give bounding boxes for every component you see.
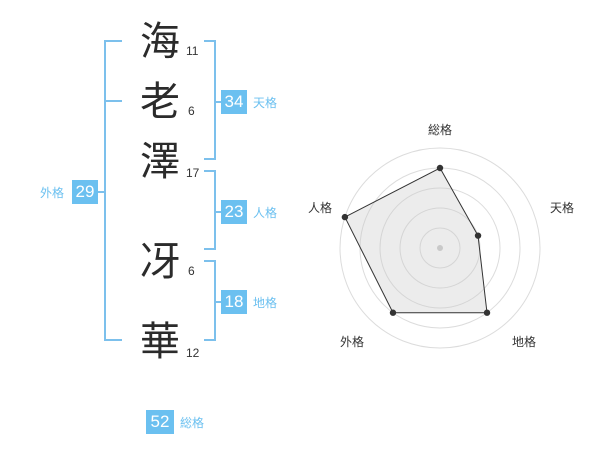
radar-ring xyxy=(379,187,501,309)
gaikaku-label: 外格 xyxy=(40,186,65,200)
stroke-count-1: 11 xyxy=(186,44,199,58)
radar-ring xyxy=(419,227,461,269)
tenkaku-bracket-top xyxy=(204,40,216,42)
stroke-count-5: 12 xyxy=(186,346,200,360)
name-char-4: 冴 xyxy=(140,239,180,285)
name-char-2: 老 xyxy=(140,79,180,125)
chikaku-label: 地格 xyxy=(253,296,278,310)
gaikaku-bracket-top xyxy=(104,40,122,42)
radar-label-gaikaku: 外格 xyxy=(340,334,364,349)
radar-label-soukaku: 総格 xyxy=(428,122,452,137)
radar-label-chikaku: 地格 xyxy=(512,334,536,349)
radar-point xyxy=(341,213,349,221)
name-char-5: 華 xyxy=(140,319,180,365)
radar-label-tenkaku: 天格 xyxy=(550,200,574,215)
jinkaku-badge: 23 xyxy=(221,200,247,224)
jinkaku-label: 人格 xyxy=(253,206,278,220)
soukaku-label: 総格 xyxy=(180,416,205,430)
stroke-count-3: 17 xyxy=(186,166,200,180)
tenkaku-bracket-bottom xyxy=(204,158,216,160)
radar-label-jinkaku: 人格 xyxy=(308,200,332,215)
jinkaku-bracket-bottom xyxy=(204,248,216,250)
name-char-1: 海 xyxy=(140,19,180,65)
stroke-count-2: 6 xyxy=(188,104,195,118)
name-char-3: 澤 xyxy=(140,139,180,185)
tenkaku-bracket-spine xyxy=(214,40,216,160)
gaikaku-bracket-mid xyxy=(104,100,122,102)
gaikaku-bracket-connector xyxy=(98,191,106,193)
radar-data-area xyxy=(344,167,488,314)
chikaku-bracket-connector xyxy=(214,301,222,303)
soukaku-badge: 52 xyxy=(146,410,174,434)
gaikaku-bracket-spine xyxy=(104,40,106,341)
chikaku-bracket-spine xyxy=(214,260,216,341)
chikaku-bracket-top xyxy=(204,260,216,262)
tenkaku-bracket-connector xyxy=(214,101,222,103)
radar-point xyxy=(474,232,482,239)
radar-point xyxy=(483,309,491,316)
radar-point xyxy=(389,309,397,316)
stroke-count-4: 6 xyxy=(188,264,195,278)
gaikaku-badge: 29 xyxy=(72,180,98,204)
jinkaku-bracket-spine xyxy=(214,170,216,250)
chikaku-bracket-bottom xyxy=(204,339,216,341)
tenkaku-label: 天格 xyxy=(253,96,278,110)
radar-center-dot xyxy=(437,245,443,251)
jinkaku-bracket-connector xyxy=(214,211,222,213)
jinkaku-bracket-top xyxy=(204,170,216,172)
gaikaku-bracket-bottom xyxy=(104,339,122,341)
radar-ring xyxy=(399,207,481,289)
radar-ring xyxy=(339,147,541,349)
radar-point xyxy=(436,164,444,172)
tenkaku-badge: 34 xyxy=(221,90,247,114)
chikaku-badge: 18 xyxy=(221,290,247,314)
